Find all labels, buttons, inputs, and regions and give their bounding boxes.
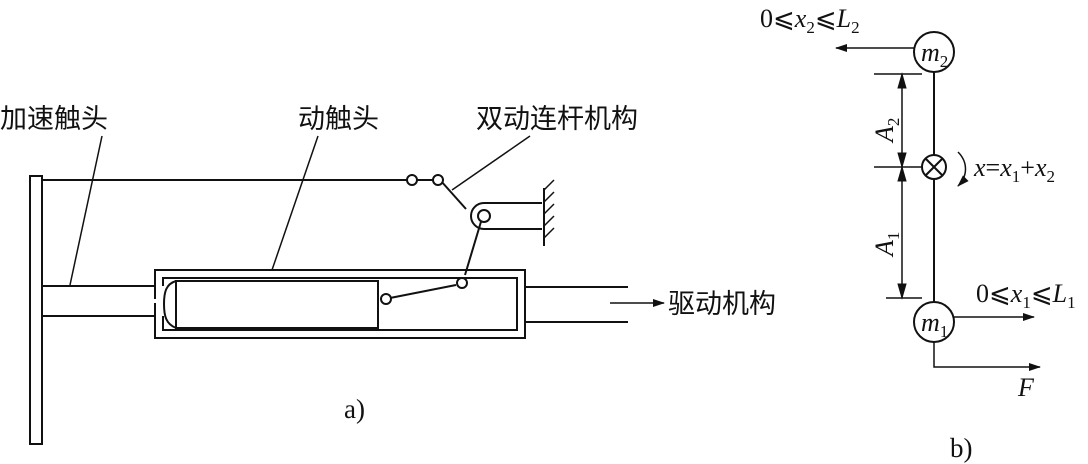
pivot-cross-symbol bbox=[921, 154, 947, 180]
drive-label: 驱动机构 bbox=[668, 289, 776, 320]
rotation-arrow bbox=[957, 151, 969, 187]
moving-contact-leader bbox=[271, 135, 319, 271]
dimension-lines bbox=[874, 72, 922, 300]
linkage-label: 双动连杆机构 bbox=[476, 104, 638, 135]
dim-a1-label: A1 bbox=[870, 232, 903, 258]
outer-cylinder bbox=[154, 269, 628, 339]
panel-a: 加速触头 动触头 双动连杆机构 驱动机构 a) bbox=[0, 104, 776, 445]
mass-m1-label: m1 bbox=[921, 308, 948, 341]
accel-contact-part bbox=[29, 175, 156, 445]
accel-contact-label: 加速触头 bbox=[0, 104, 108, 135]
moving-contact-label: 动触头 bbox=[298, 104, 379, 135]
dim-a2-label: A2 bbox=[870, 118, 903, 144]
panel-b: m2 m1 A2 A1 bbox=[760, 4, 1076, 463]
accel-contact-leader bbox=[69, 135, 103, 286]
x-sum-equation: x=x1+x2 bbox=[973, 153, 1055, 186]
linkage-mechanism bbox=[42, 174, 555, 305]
force-arrow bbox=[933, 342, 1041, 371]
mass-m2-circle bbox=[913, 31, 955, 73]
caption-a: a) bbox=[344, 394, 365, 424]
force-label: F bbox=[1017, 373, 1035, 402]
x1-range-label: 0⩽x1⩽L1 bbox=[976, 279, 1076, 312]
linkage-leader bbox=[451, 135, 531, 191]
mass-m2-label: m2 bbox=[921, 38, 948, 71]
x2-range-label: 0⩽x2⩽L2 bbox=[760, 4, 860, 37]
moving-contact-part bbox=[162, 280, 379, 329]
caption-b: b) bbox=[950, 433, 973, 463]
